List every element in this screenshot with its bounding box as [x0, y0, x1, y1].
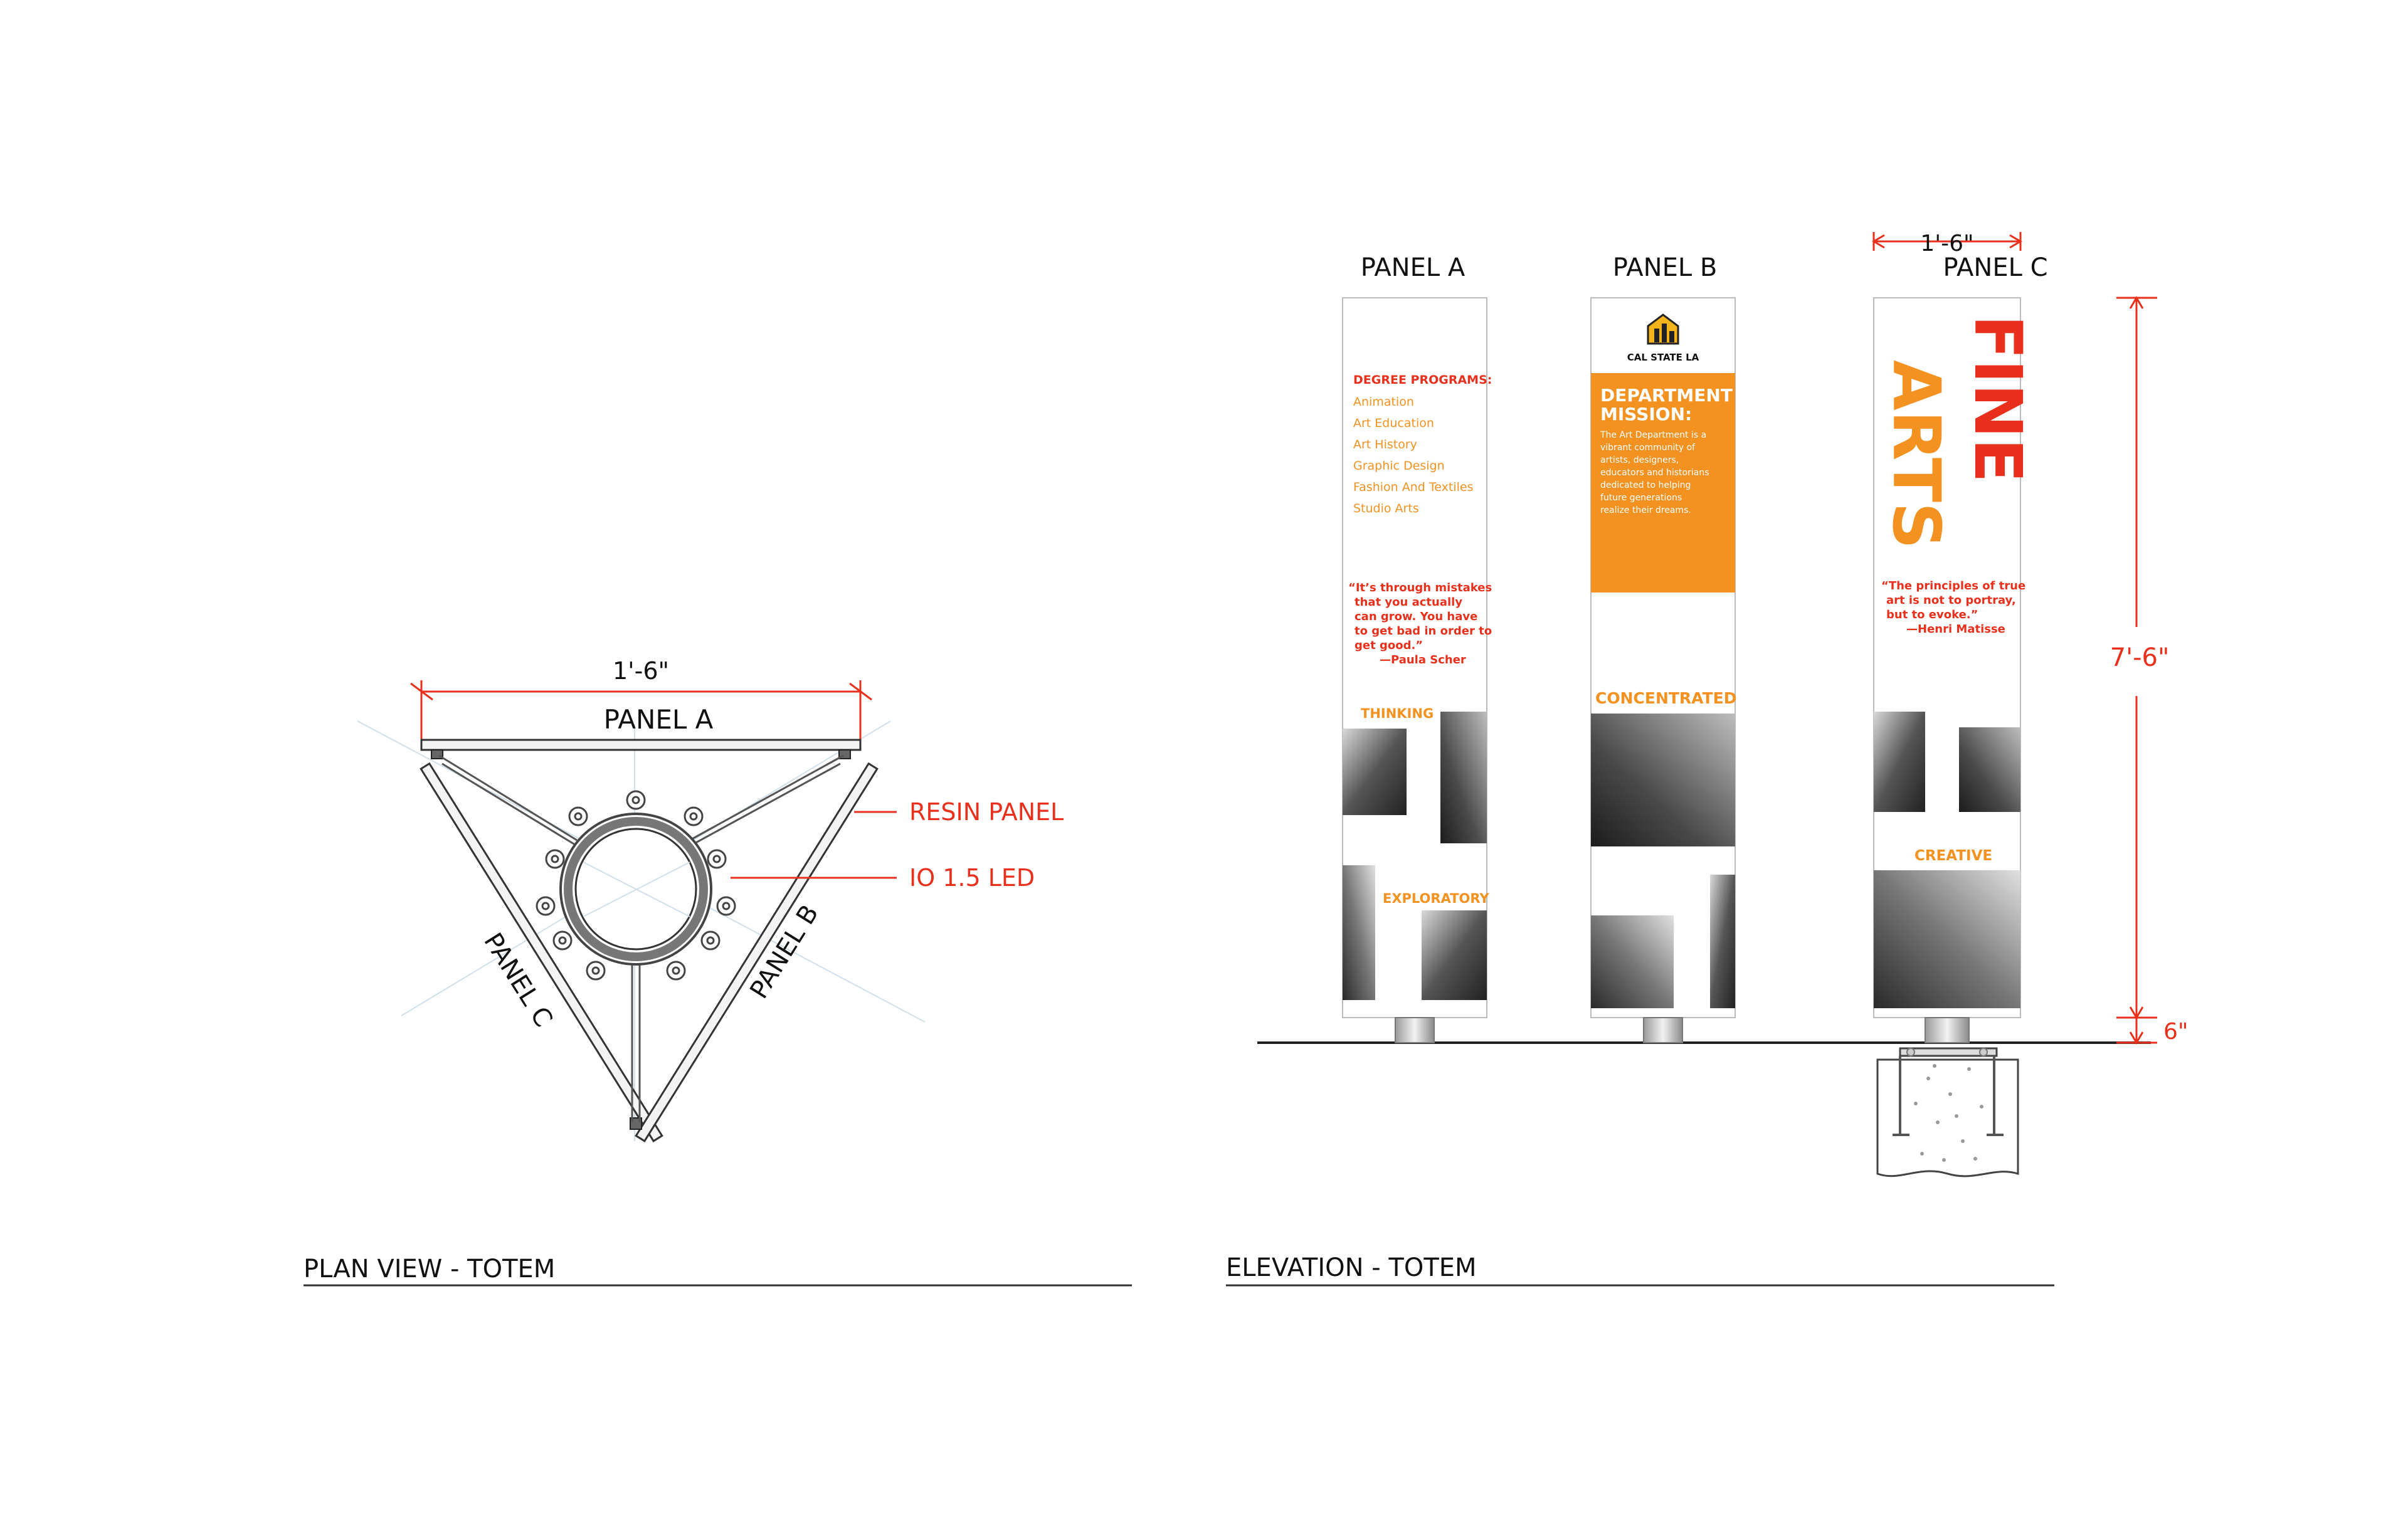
panel-b-post: [1643, 1017, 1683, 1043]
mission-line: future generations: [1600, 493, 1682, 503]
photo-walkway: [1440, 712, 1487, 843]
mission-heading-2: MISSION:: [1600, 404, 1692, 424]
plan-brackets: [431, 749, 851, 1130]
photo-students: [1343, 729, 1407, 815]
plan-arms: [438, 754, 844, 1122]
elevation-panel-a: PANEL A DEGREE PROGRAMS: Animation Art E…: [1342, 253, 1492, 1043]
panel-c-width-dimension: [1872, 232, 2022, 251]
program-art-history: Art History: [1353, 438, 1417, 451]
mission-line: The Art Department is a: [1600, 430, 1706, 440]
panel-a-post: [1395, 1017, 1435, 1043]
plan-panel-a-label: PANEL A: [604, 704, 714, 735]
photo-laptop: [1710, 875, 1735, 1008]
panel-c-quote-line: art is not to portray,: [1886, 594, 2016, 607]
panel-c-quote-line: “The principles of true: [1881, 579, 2025, 593]
panel-c-quote-line: but to evoke.”: [1886, 608, 1978, 621]
mission-line: vibrant community of: [1600, 443, 1696, 453]
plan-panel-b: [635, 762, 879, 1142]
base-height-label: 6": [2163, 1019, 2188, 1045]
photo-drawing: [1591, 915, 1674, 1008]
plan-led-ring: [559, 813, 712, 966]
panel-a-quote-author: —Paula Scher: [1380, 653, 1466, 667]
photo-sculpture: [1422, 910, 1487, 1000]
panel-a-quote-line: “It’s through mistakes: [1348, 581, 1492, 594]
panel-c-width-label: 1'-6": [1920, 231, 1973, 256]
mission-block: [1591, 373, 1735, 593]
word-arts: ARTS: [1878, 360, 1955, 549]
degree-heading: DEGREE PROGRAMS:: [1353, 373, 1492, 387]
word-thinking: THINKING: [1361, 706, 1434, 721]
plan-width-label: 1'-6": [613, 657, 669, 685]
panel-c-foundation: [1876, 1047, 2019, 1178]
word-exploratory: EXPLORATORY: [1383, 891, 1489, 906]
plan-caption: PLAN VIEW - TOTEM: [304, 1255, 555, 1283]
panel-a-quote-line: that you actually: [1354, 596, 1462, 609]
panel-a-quote-line: get good.”: [1354, 639, 1423, 652]
panel-a-quote-line: can grow. You have: [1354, 610, 1477, 623]
program-graphic-design: Graphic Design: [1353, 459, 1445, 473]
program-art-education: Art Education: [1353, 416, 1434, 430]
mission-line: educators and historians: [1600, 468, 1709, 478]
height-dimension: [2116, 296, 2157, 1045]
height-label: 7'-6": [2110, 643, 2170, 672]
program-fashion: Fashion And Textiles: [1353, 480, 1473, 494]
photo-crowd: [1591, 714, 1735, 846]
photo-easel: [1959, 727, 2020, 812]
plan-panel-a: [420, 739, 862, 751]
photo-hand: [1343, 865, 1375, 1000]
elevation-caption: ELEVATION - TOTEM: [1226, 1253, 1477, 1282]
resin-panel-label: RESIN PANEL: [909, 798, 1064, 826]
cal-state-la-logo: CAL STATE LA: [1627, 314, 1699, 363]
logo-text: CAL STATE LA: [1627, 352, 1699, 363]
word-concentrated: CONCENTRATED: [1595, 689, 1736, 707]
elevation-panel-c: PANEL C 1'-6" FINE ARTS “The principles …: [1872, 231, 2188, 1178]
panel-c-quote-author: —Henri Matisse: [1906, 623, 2005, 636]
panel-a-title: PANEL A: [1361, 253, 1465, 282]
plan-panel-c: [420, 762, 663, 1142]
panel-c-title: PANEL C: [1943, 253, 2047, 282]
plan-leaders: [731, 811, 897, 879]
word-creative: CREATIVE: [1914, 848, 1992, 864]
mission-heading-1: DEPARTMENT: [1600, 385, 1733, 406]
mission-line: artists, designers,: [1600, 455, 1679, 465]
plan-dimension: [410, 680, 872, 740]
elevation-panel-b: PANEL B CAL STATE LA DEPARTMENT MISSION:…: [1590, 253, 1736, 1043]
elevation-view: PANEL A DEGREE PROGRAMS: Animation Art E…: [1226, 231, 2188, 1287]
program-animation: Animation: [1353, 395, 1414, 409]
plan-bolts: [536, 790, 736, 981]
panel-c-post: [1925, 1017, 1970, 1043]
panel-a-quote-line: to get bad in order to: [1354, 624, 1492, 638]
photo-statue: [1874, 712, 1925, 812]
plan-view: 1'-6" PANEL A: [304, 657, 1132, 1287]
mission-line: dedicated to helping: [1600, 480, 1691, 490]
plan-panel-c-label: PANEL C: [478, 928, 558, 1032]
photo-desk: [1874, 870, 2020, 1008]
panel-b-title: PANEL B: [1613, 253, 1718, 282]
mission-line: realize their dreams.: [1600, 505, 1691, 515]
led-label: IO 1.5 LED: [909, 864, 1035, 892]
program-studio-arts: Studio Arts: [1353, 502, 1419, 515]
word-fine: FINE: [1960, 315, 2036, 483]
